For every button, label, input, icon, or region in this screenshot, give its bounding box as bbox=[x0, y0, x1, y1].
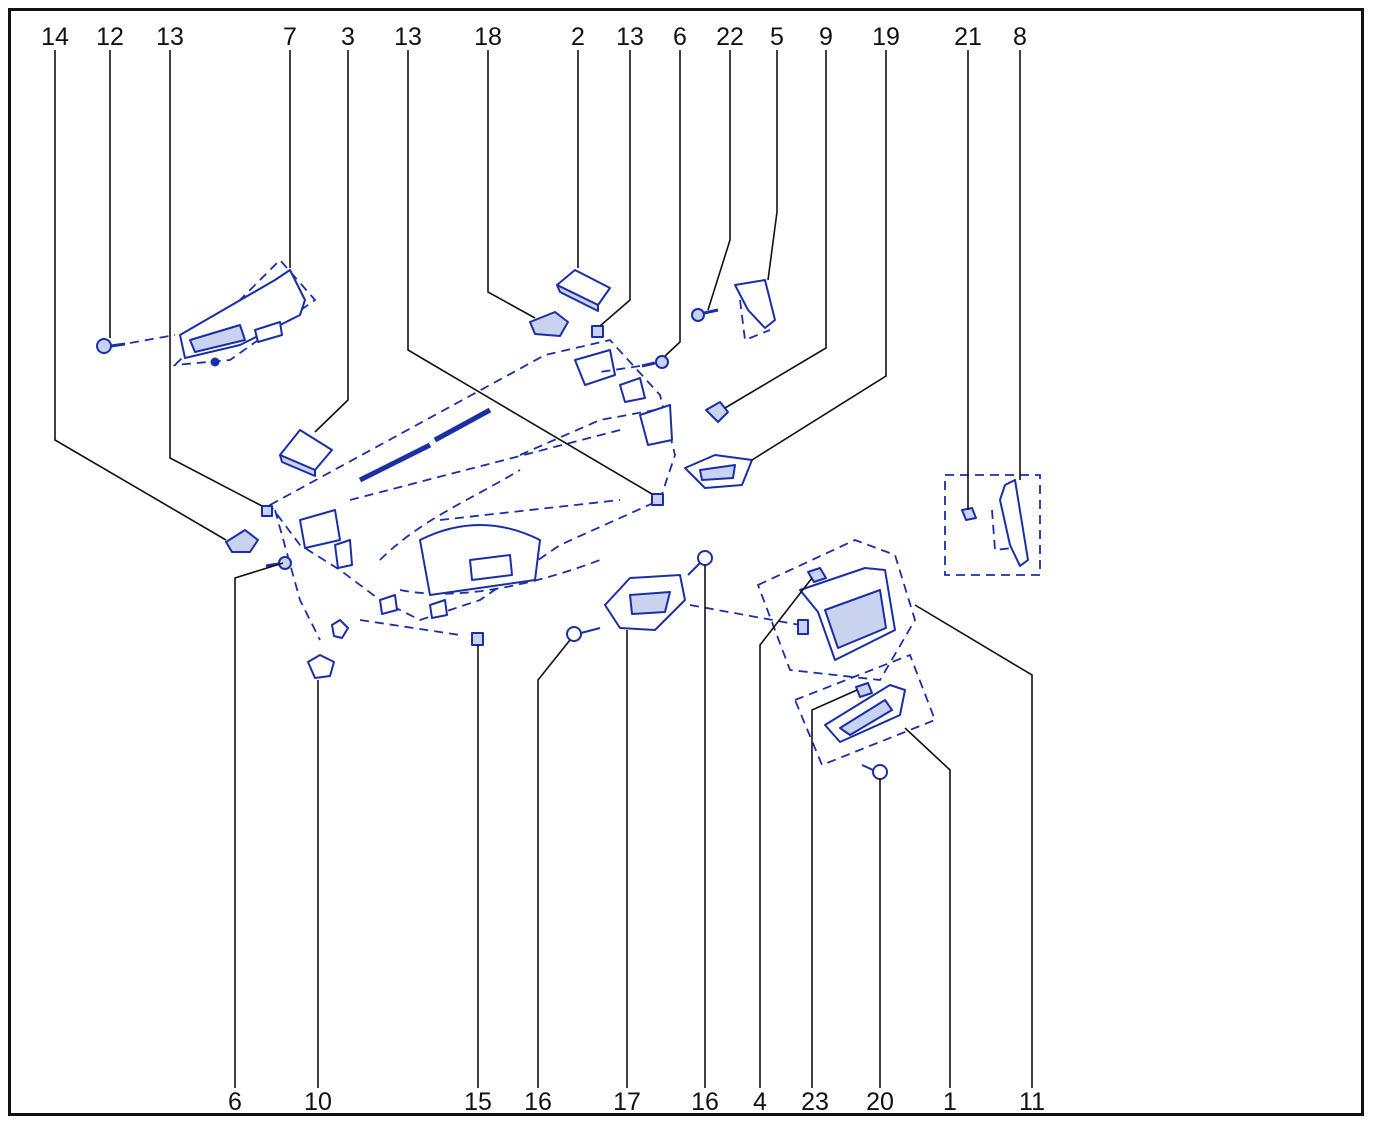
screw-16-right bbox=[687, 550, 713, 576]
callout-6: 6 bbox=[673, 23, 687, 51]
callout-20: 20 bbox=[866, 1088, 894, 1116]
callouts-bottom: 6 10 15 16 17 16 4 23 20 1 11 bbox=[228, 1088, 1045, 1116]
clip-23 bbox=[855, 682, 873, 698]
dashboard-assembly bbox=[268, 339, 676, 641]
callout-18: 18 bbox=[474, 23, 502, 51]
diagram-frame bbox=[8, 8, 1364, 1116]
callout-15: 15 bbox=[464, 1088, 492, 1116]
callout-13: 13 bbox=[394, 23, 422, 51]
callout-23: 23 bbox=[801, 1088, 829, 1116]
screw-6-top bbox=[599, 355, 669, 373]
callout-11: 11 bbox=[1019, 1088, 1045, 1116]
bracket-5 bbox=[734, 279, 776, 342]
callout-7: 7 bbox=[283, 23, 297, 51]
clip-9 bbox=[705, 401, 729, 423]
clip-15 bbox=[471, 632, 484, 646]
callout-4: 4 bbox=[753, 1088, 767, 1116]
bracket-14 bbox=[225, 529, 259, 553]
callout-19: 19 bbox=[872, 23, 900, 51]
callout-2: 2 bbox=[571, 23, 585, 51]
callout-3: 3 bbox=[341, 23, 355, 51]
vent-19 bbox=[684, 454, 753, 489]
console-frame-11 bbox=[756, 539, 916, 681]
callout-21: 21 bbox=[954, 23, 982, 51]
vent-housing-17 bbox=[604, 574, 801, 631]
side-trim-8 bbox=[944, 474, 1041, 576]
screw-16-left bbox=[566, 626, 601, 642]
callout-12: 12 bbox=[96, 23, 124, 51]
callout-9: 9 bbox=[819, 23, 833, 51]
callout-1: 1 bbox=[943, 1088, 957, 1116]
cap-10 bbox=[307, 619, 349, 679]
screw-20 bbox=[861, 764, 888, 780]
callout-5: 5 bbox=[770, 23, 784, 51]
clip-13-top bbox=[591, 325, 604, 338]
screw-22 bbox=[691, 308, 719, 322]
screw-12 bbox=[96, 334, 176, 354]
clip-13-center bbox=[651, 493, 664, 506]
callout-16: 16 bbox=[524, 1088, 552, 1116]
callout-17: 17 bbox=[613, 1088, 641, 1116]
clip-21 bbox=[961, 507, 977, 521]
clip-13-left bbox=[261, 505, 273, 517]
lower-trim-1 bbox=[793, 653, 937, 767]
grille-2 bbox=[556, 269, 611, 312]
callout-16: 16 bbox=[691, 1088, 719, 1116]
grille-3 bbox=[279, 429, 333, 477]
screw-6-left bbox=[265, 556, 292, 570]
bracket-18 bbox=[529, 311, 569, 337]
callout-10: 10 bbox=[304, 1088, 332, 1116]
callout-22: 22 bbox=[716, 23, 744, 51]
callouts-top: 14 12 13 7 3 13 18 2 13 6 22 5 9 19 21 8 bbox=[41, 23, 1027, 51]
callout-8: 8 bbox=[1013, 23, 1027, 51]
callout-13: 13 bbox=[616, 23, 644, 51]
callout-14: 14 bbox=[41, 23, 69, 51]
instrument-cluster-hood bbox=[172, 258, 317, 367]
callout-6: 6 bbox=[228, 1088, 242, 1116]
leader-lines bbox=[54, 50, 1033, 1088]
callout-13: 13 bbox=[156, 23, 184, 51]
